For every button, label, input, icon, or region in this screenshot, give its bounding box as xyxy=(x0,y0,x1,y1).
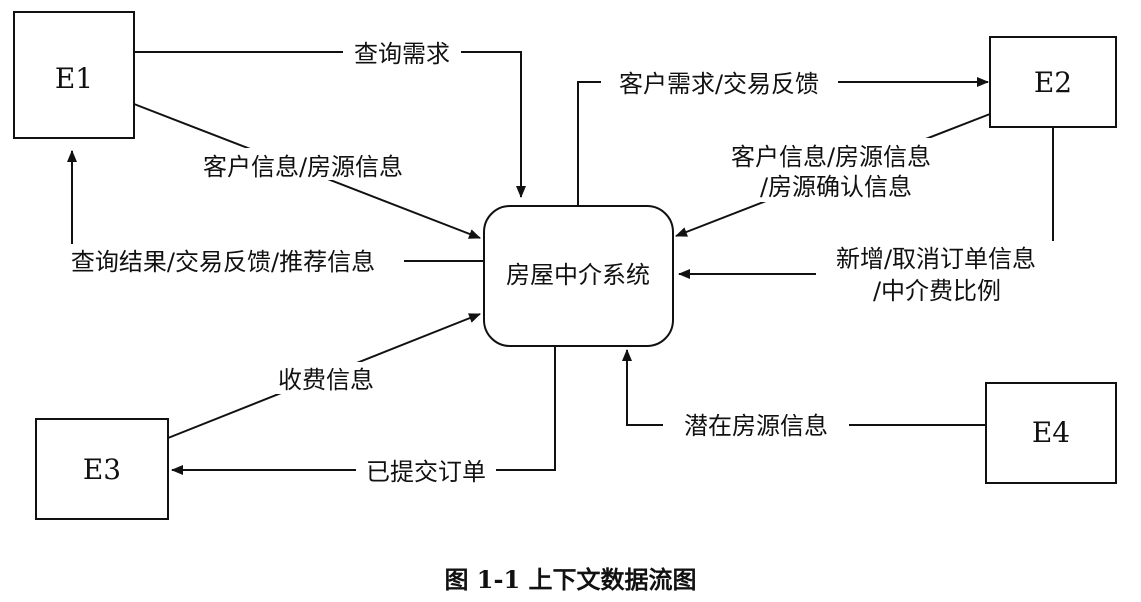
flow-e4-potential: 潜在房源信息 xyxy=(622,349,986,440)
entity-e3-label: E3 xyxy=(83,453,121,486)
process-system-label: 房屋中介系统 xyxy=(506,261,650,289)
flow-label-line2: /中介费比例 xyxy=(873,277,1001,305)
flow-e1-info: 客户信息/房源信息 xyxy=(133,103,481,239)
entity-e4-label: E4 xyxy=(1032,416,1070,449)
flow-e2-demand: 客户需求/交易反馈 xyxy=(577,66,989,206)
figure-caption: 图 1-1 上下文数据流图 xyxy=(444,565,697,594)
flow-e1-result: 查询结果/交易反馈/推荐信息 xyxy=(42,150,484,276)
entity-e3: E3 xyxy=(35,418,169,520)
flow-label-line1: 新增/取消订单信息 xyxy=(836,245,1036,273)
entity-e2-label: E2 xyxy=(1034,66,1072,99)
flow-label-line2: /房源确认信息 xyxy=(760,173,912,201)
flow-e3-fee: 收费信息 xyxy=(167,313,481,439)
flow-label: 查询需求 xyxy=(354,40,450,68)
flow-label: 客户需求/交易反馈 xyxy=(619,70,819,98)
flow-e2-order: 新增/取消订单信息 /中介费比例 xyxy=(678,127,1056,305)
flow-label-line1: 客户信息/房源信息 xyxy=(731,143,931,171)
flow-e1-query: 查询需求 xyxy=(134,36,526,198)
flow-label: 已提交订单 xyxy=(366,458,486,486)
flow-e2-info: 客户信息/房源信息 /房源确认信息 xyxy=(675,113,991,237)
entity-e2: E2 xyxy=(989,36,1117,128)
process-system: 房屋中介系统 xyxy=(483,205,674,347)
flow-label: 客户信息/房源信息 xyxy=(203,153,403,181)
entity-e4: E4 xyxy=(985,382,1117,484)
flow-label: 收费信息 xyxy=(278,366,374,394)
flow-label: 查询结果/交易反馈/推荐信息 xyxy=(71,248,375,276)
flow-e3-order: 已提交订单 xyxy=(171,346,556,486)
entity-e1: E1 xyxy=(13,11,135,139)
entity-e1-label: E1 xyxy=(55,62,93,95)
flow-label: 潜在房源信息 xyxy=(684,412,828,440)
